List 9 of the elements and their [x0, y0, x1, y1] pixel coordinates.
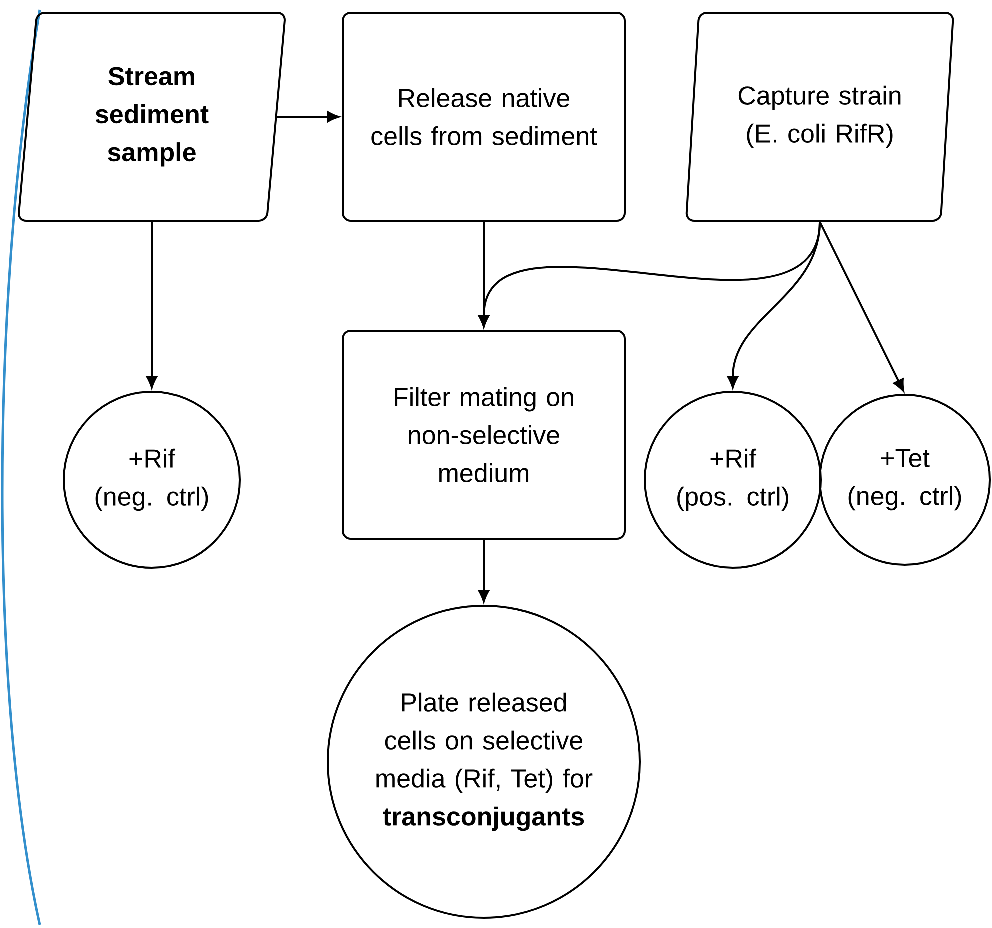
arrow — [277, 111, 340, 123]
arrow — [819, 222, 904, 392]
arrow — [478, 540, 490, 602]
input-parallelogram: Stream sediment sample — [18, 12, 286, 222]
input-parallelogram: Capture strain (E. coli RifR) — [686, 12, 954, 222]
process-box: Release native cells from sediment — [342, 12, 626, 222]
arrow — [727, 222, 822, 388]
process-box: Filter mating on non-selective medium — [342, 330, 626, 540]
arrow — [146, 222, 158, 388]
